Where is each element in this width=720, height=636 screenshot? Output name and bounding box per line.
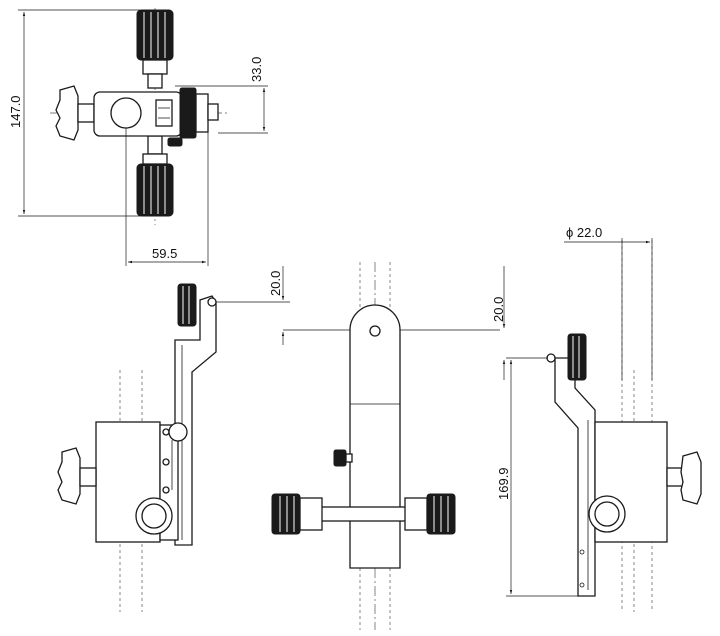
right-top-knob-icon: [546, 333, 587, 381]
front-left-knob-icon: [271, 493, 323, 535]
rod-hole: [110, 97, 142, 129]
dim-diameter-22: ϕ 22.0: [566, 225, 602, 240]
dim-169-9: 169.9: [496, 467, 511, 500]
upper-knob-icon: [136, 9, 174, 89]
collar-icon: [179, 87, 197, 139]
dim-147: 147.0: [8, 95, 23, 128]
lower-knob-icon: [136, 135, 174, 217]
right-side-view: ϕ 22.0 169.9: [496, 225, 702, 612]
front-column: [349, 304, 401, 569]
dim-59-5: 59.5: [152, 246, 177, 261]
left-thumb-knob-icon: [55, 85, 95, 141]
left-side-view: 20.0: [57, 266, 500, 612]
dim-20-left: 20.0: [268, 271, 283, 296]
front-view: 20.0: [271, 262, 506, 630]
top-view: 147.0 33.0 59.5: [8, 8, 268, 266]
dim-33: 33.0: [249, 57, 264, 82]
dim-20-front: 20.0: [491, 297, 506, 322]
front-right-knob-icon: [404, 493, 456, 535]
